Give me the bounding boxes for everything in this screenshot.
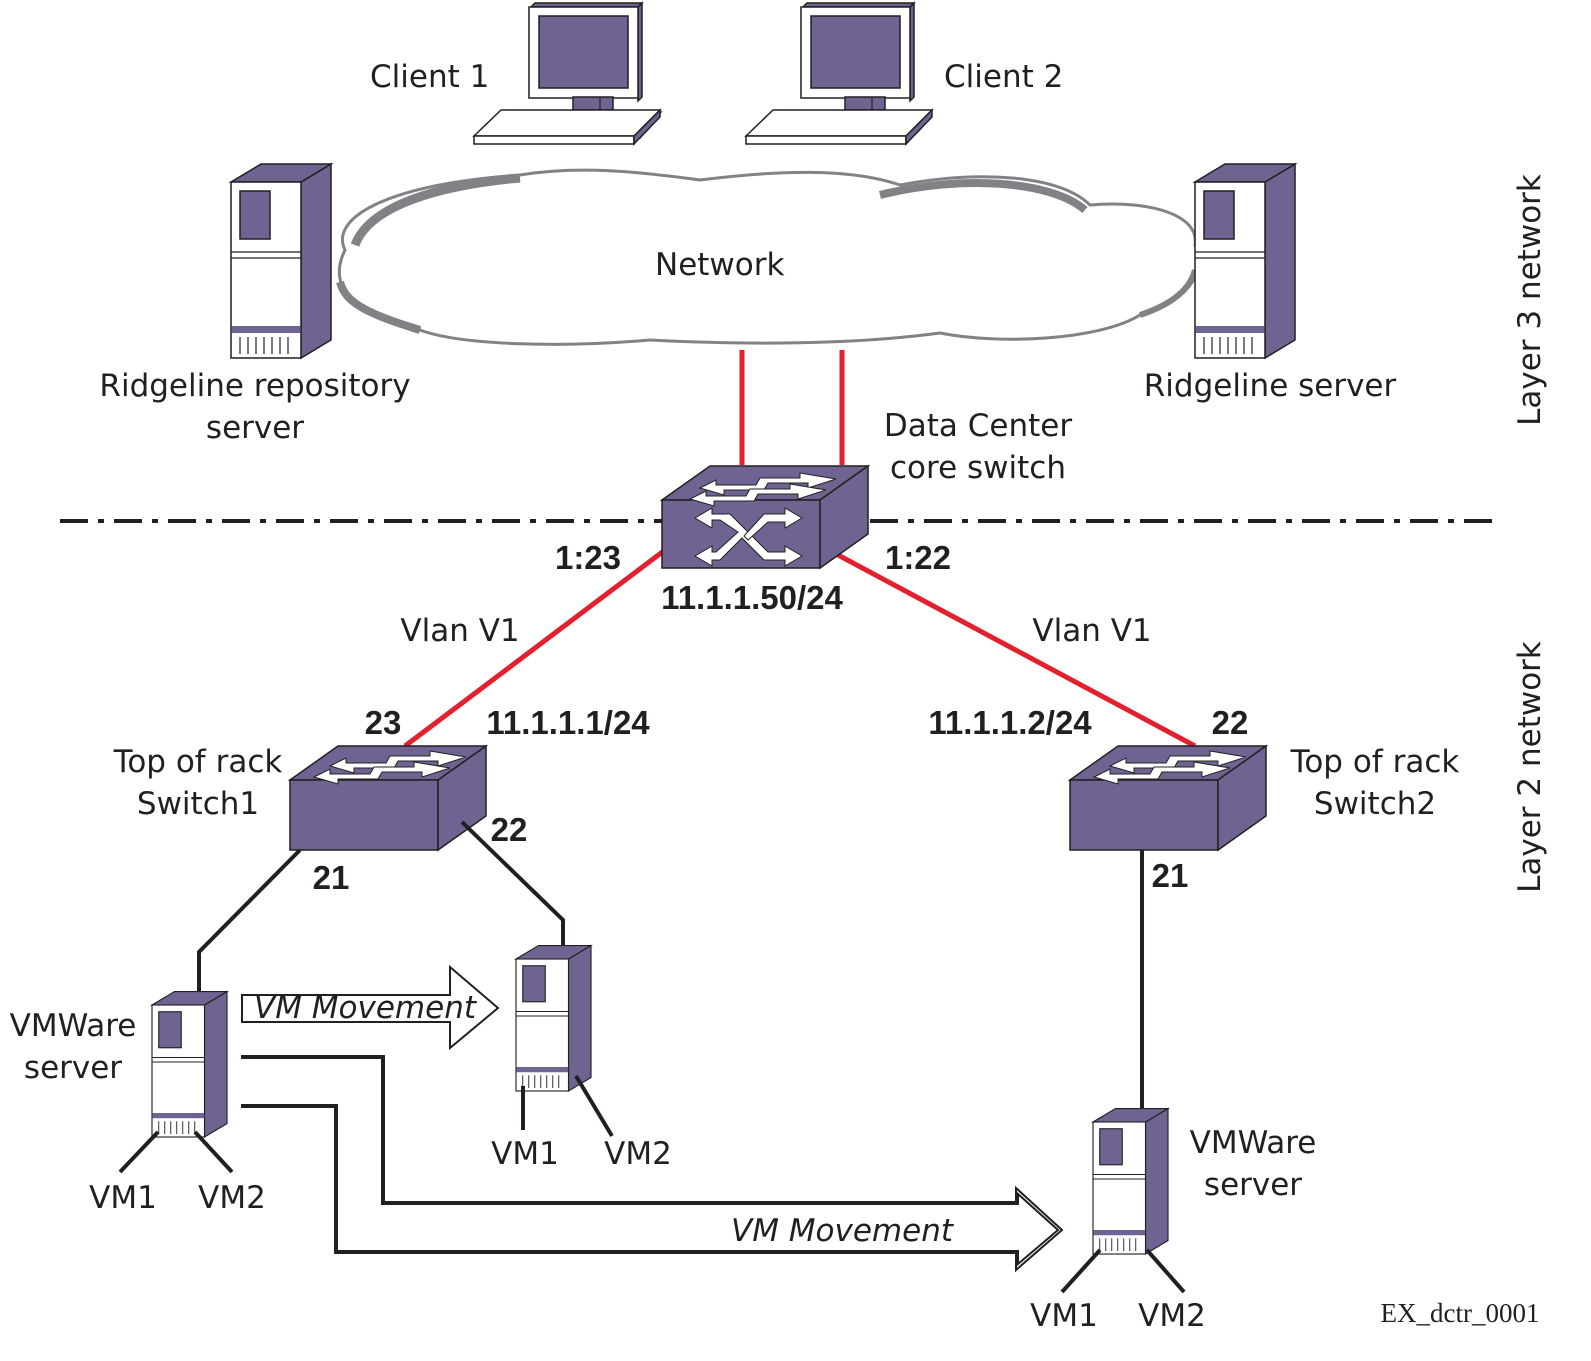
core-port-left-label: 1:23	[555, 539, 621, 576]
vmware-left-label-line1: VMWare	[10, 1008, 137, 1044]
vm-movement-arrow-1	[241, 964, 500, 1051]
tor1-label-line1: Top of rack	[113, 744, 283, 780]
core-port-right-label: 1:22	[885, 539, 951, 576]
vmware-mid-vm1-label: VM1	[491, 1136, 559, 1172]
core-switch-label-line1: Data Center	[884, 408, 1072, 444]
core-switch-icon	[659, 464, 871, 570]
tor-switch2-icon	[1069, 745, 1267, 851]
client-2-label: Client 2	[944, 59, 1063, 95]
vmware-left-vm1-label: VM1	[89, 1180, 157, 1216]
vmware-left-label-line2: server	[24, 1050, 122, 1086]
vmware-right-label-line1: VMWare	[1190, 1125, 1317, 1161]
vmware-right-label-line2: server	[1204, 1167, 1302, 1203]
repository-server-label-line2: server	[206, 410, 304, 446]
ridgeline-server-icon	[1194, 163, 1296, 359]
figure-id: EX_dctr_0001	[1381, 1298, 1540, 1328]
vm-movement-label-1: VM Movement	[254, 990, 478, 1026]
tor2-label-line1: Top of rack	[1290, 744, 1460, 780]
layer3-label: Layer 3 network	[1512, 174, 1548, 426]
tor1-port-21-label: 21	[313, 859, 350, 896]
vlan-left-label: Vlan V1	[400, 613, 519, 649]
vmware-left-vm2-label: VM2	[198, 1180, 266, 1216]
client-1-computer-icon	[472, 1, 663, 146]
tor2-port-uplink-label: 22	[1212, 704, 1249, 741]
repository-server-label-line1: Ridgeline repository	[99, 368, 410, 404]
ridgeline-server-label: Ridgeline server	[1144, 368, 1397, 404]
client-1-label: Client 1	[370, 59, 489, 95]
ridgeline-repository-server-icon	[230, 163, 332, 359]
tor-switch1-icon	[289, 745, 487, 851]
vmware-right-vm1-label: VM1	[1030, 1298, 1098, 1334]
core-ip-label: 11.1.1.50/24	[661, 579, 843, 616]
vmware-server-mid-icon	[515, 944, 592, 1092]
vm-movement-arrow-2	[241, 1055, 1064, 1273]
core-switch-label-line2: core switch	[890, 450, 1066, 486]
link-core-tor1	[403, 548, 667, 748]
vmware-server-left-icon	[151, 990, 228, 1138]
tor1-port-uplink-label: 23	[365, 704, 402, 741]
link-core-tor2	[823, 545, 1197, 749]
network-label: Network	[655, 247, 784, 283]
vmware-server-right-icon	[1092, 1107, 1169, 1255]
tor1-port-22-label: 22	[491, 811, 528, 848]
vmware-right-vm2-label: VM2	[1138, 1298, 1206, 1334]
tor2-port-21-label: 21	[1152, 857, 1189, 894]
vmware-mid-vm2-label: VM2	[604, 1136, 672, 1172]
tor1-ip-label: 11.1.1.1/24	[486, 704, 650, 741]
tor2-label-line2: Switch2	[1314, 786, 1436, 822]
vlan-right-label: Vlan V1	[1032, 613, 1151, 649]
client-2-computer-icon	[744, 1, 934, 146]
link-tor1-vmware-left	[197, 848, 302, 1004]
layer2-label: Layer 2 network	[1512, 641, 1548, 893]
tor1-label-line2: Switch1	[137, 786, 259, 822]
tor2-ip-label: 11.1.1.2/24	[928, 704, 1092, 741]
vm-movement-label-2: VM Movement	[731, 1213, 955, 1249]
